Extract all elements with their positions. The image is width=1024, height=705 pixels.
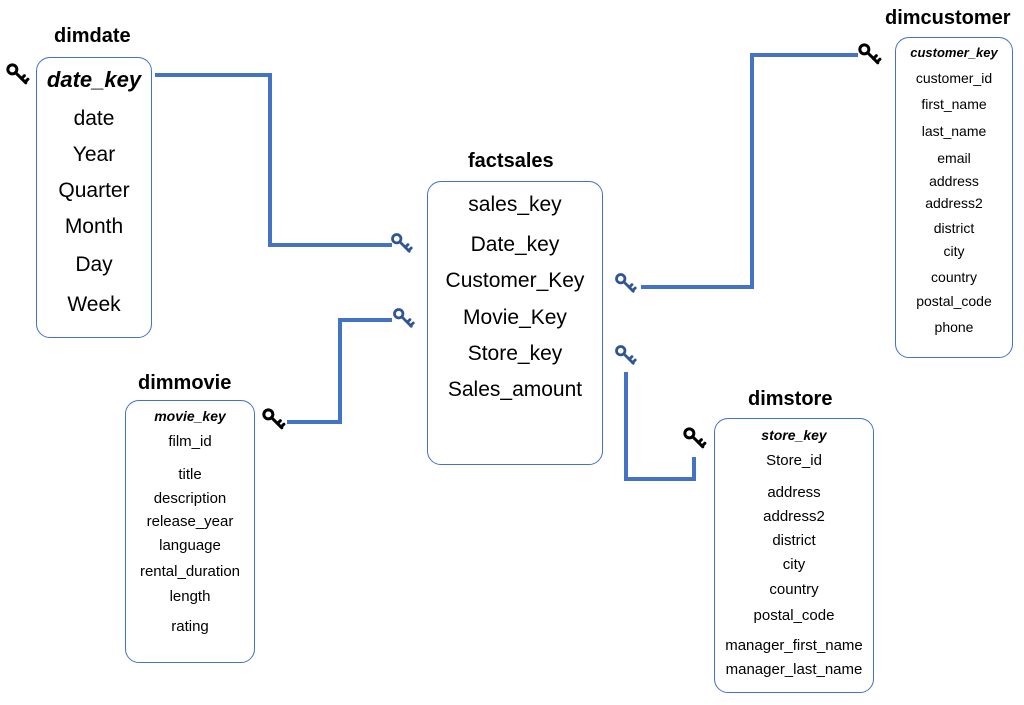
dimstore-field: district [772,532,816,549]
factsales-field: Sales_amount [447,378,583,401]
dimstore-field: city [782,556,806,573]
dimmovie-field: release_year [146,513,234,530]
dimdate-table[interactable]: date_key date Year Quarter Month Day Wee… [36,57,152,338]
link-date-to-factsales [155,73,392,247]
dimstore-field: manager_last_name [725,661,863,678]
dimdate-field: date [73,107,115,130]
dimstore-field: manager_first_name [725,637,863,654]
dimstore-title: dimstore [748,388,833,410]
dimstore-field: address [767,484,821,501]
dimstore-field: postal_code [753,607,835,624]
key-icon [615,273,637,293]
link-store-to-factsales [624,372,696,481]
dimcustomer-field: address [929,173,979,189]
dimdate-field: Month [64,215,124,238]
key-icon [393,308,415,328]
dimstore-table[interactable]: store_key Store_id address address2 dist… [714,418,874,693]
key-icon [262,408,286,430]
dimcustomer-title: dimcustomer [885,7,1011,29]
dimmovie-field: film_id [168,433,212,450]
dimstore-field: address2 [763,508,825,525]
dimstore-field: country [769,581,819,598]
factsales-title: factsales [468,150,554,172]
dimdate-title: dimdate [54,25,131,47]
dimmovie-field: title [178,466,202,483]
dimstore-field: store_key [761,427,827,443]
factsales-field: Store_key [467,342,563,365]
key-icon [391,233,413,253]
key-icon [6,63,30,85]
dimcustomer-field: customer_id [915,70,993,86]
key-icon [858,43,882,65]
factsales-field: Date_key [470,233,560,256]
dimmovie-field: rating [171,618,209,635]
link-customer-to-factsales [641,53,858,289]
dimmovie-field: movie_key [154,408,226,424]
dimcustomer-field: city [943,243,965,259]
dimmovie-title: dimmovie [138,372,232,394]
dimmovie-field: description [153,490,227,507]
dimmovie-field: length [169,588,211,605]
dimcustomer-field: district [933,220,975,236]
key-icon [615,345,637,365]
dimdate-field: Day [75,253,113,276]
dimcustomer-field: phone [934,319,974,335]
dimdate-field: Week [67,293,121,316]
dimdate-field: date_key [46,67,142,92]
dimcustomer-field: last_name [921,123,987,139]
dimcustomer-field: country [931,269,977,285]
dimcustomer-field: email [937,150,971,166]
dimcustomer-field: address2 [925,195,983,211]
factsales-field: Movie_Key [463,306,567,329]
dimmovie-field: language [159,537,221,554]
dimmovie-field: rental_duration [139,563,241,580]
dimcustomer-field: first_name [921,96,987,112]
dimdate-field: Quarter [58,179,130,202]
dimstore-field: Store_id [766,452,822,469]
dimmovie-table[interactable]: movie_key film_id title description rele… [125,400,255,663]
factsales-field: Customer_Key [445,269,585,292]
dimdate-field: Year [72,143,116,166]
link-movie-to-factsales [287,318,392,424]
dimcustomer-field: postal_code [916,293,992,309]
dimcustomer-field: customer_key [910,45,998,60]
factsales-field: sales_key [468,193,562,216]
key-icon [683,427,707,449]
dimcustomer-table[interactable]: customer_key customer_id first_name last… [895,37,1013,358]
factsales-table[interactable]: sales_key Date_key Customer_Key Movie_Ke… [427,181,603,465]
